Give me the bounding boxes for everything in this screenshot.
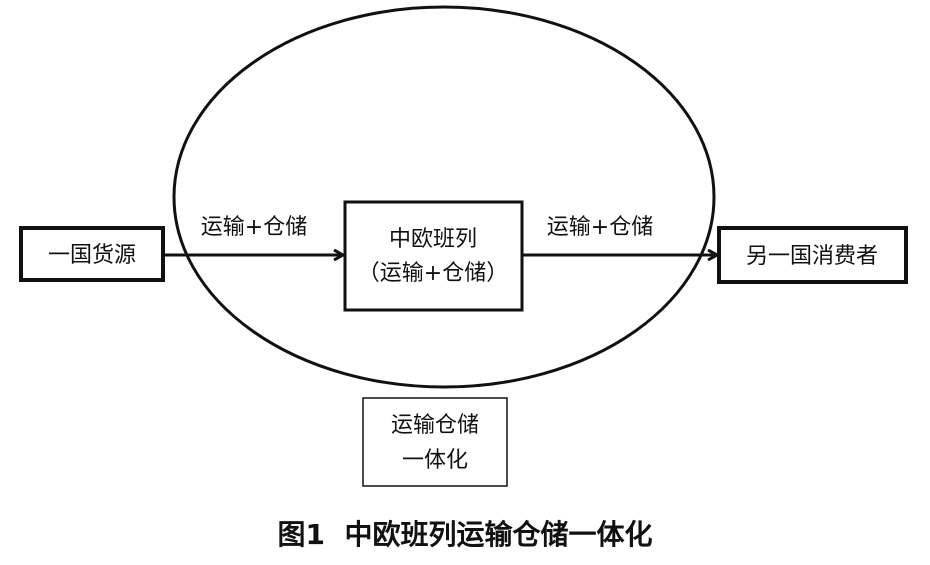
edge-right-label: 运输+仓储 (547, 215, 653, 240)
target-node-box (717, 226, 908, 284)
source-node: 一国货源 (19, 226, 165, 282)
center-node-line1: 中欧班列 (389, 227, 477, 252)
center-node: 中欧班列 （运输+仓储） (343, 200, 524, 312)
edge-left-label: 运输+仓储 (201, 215, 307, 240)
integration-box-frame (362, 397, 508, 487)
figure-caption: 图1 中欧班列运输仓储一体化 (278, 518, 653, 551)
scope-ellipse (172, 5, 716, 389)
integration-box-line1: 运输仓储 (391, 413, 479, 438)
target-node: 另一国消费者 (717, 226, 908, 284)
integration-box-line2: 一体化 (402, 448, 468, 473)
center-node-line2: （运输+仓储） (358, 261, 508, 286)
target-node-label: 另一国消费者 (746, 244, 878, 269)
source-node-label: 一国货源 (48, 243, 136, 268)
source-node-box (19, 226, 165, 282)
center-node-box (343, 200, 524, 312)
integration-box: 运输仓储 一体化 (362, 397, 508, 487)
